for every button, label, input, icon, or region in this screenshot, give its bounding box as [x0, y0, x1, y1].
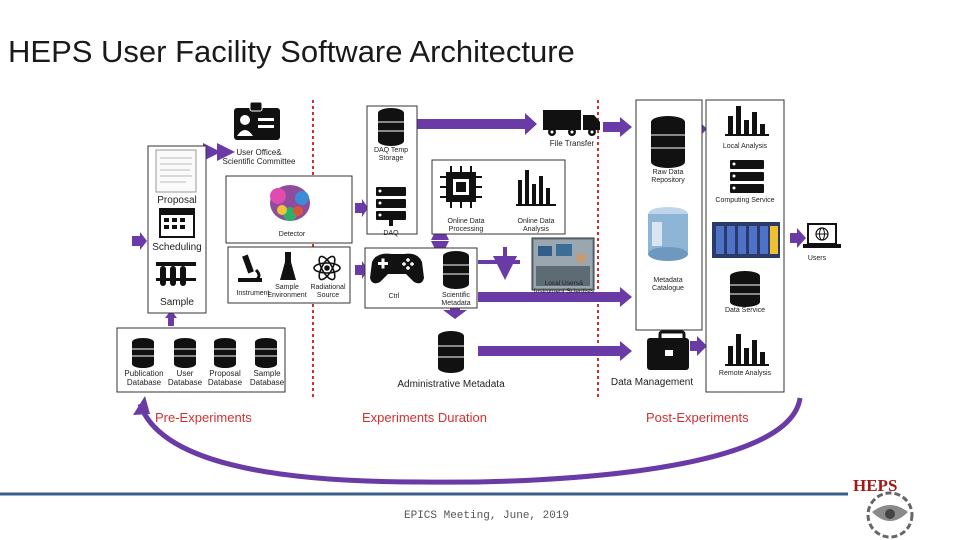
- arrow-computing-to-hpc: [736, 207, 754, 220]
- footer-meeting-text: EPICS Meeting, June, 2019: [404, 510, 570, 522]
- flow-arrows: [132, 113, 806, 361]
- metadata-catalogue-label: Metadata Catalogue: [652, 277, 684, 292]
- feedback-arc: [137, 397, 803, 485]
- arrow-to-users: [790, 228, 806, 248]
- arrow-to-admin-metadata: [165, 310, 177, 326]
- arrow-truck-out: [603, 117, 632, 137]
- feedback-arrowhead: [133, 396, 150, 415]
- user-office-label: User Office& Scientific Committee: [222, 148, 296, 166]
- proposal-label: Proposal: [157, 195, 197, 206]
- data-management-label: Data Management: [610, 377, 694, 388]
- arrow-daqstorage-to-daq: [381, 176, 397, 188]
- radiational-source-label: Radiational Source: [310, 284, 346, 299]
- administrative-metadata-label: Administrative Metadata: [397, 379, 505, 390]
- arrow-daq-in: [355, 199, 368, 217]
- daq-label: DAQ: [383, 230, 399, 237]
- arrow-to-remote-analysis: [690, 336, 707, 356]
- daq-temp-storage-label: DAQ Temp Storage: [373, 147, 409, 162]
- local-users-label: Local Users& Instrument Scientists: [533, 280, 595, 295]
- data-service-label: Data Service: [724, 307, 766, 314]
- detector-label: Detector: [278, 231, 306, 238]
- online-processing-label: Online Data Processing: [447, 218, 485, 233]
- pre-experiments-label: Pre-Experiments: [155, 410, 252, 425]
- scientific-metadata-label: Scientific Metadata: [441, 292, 471, 307]
- arrow-into-scheduling: [132, 232, 147, 250]
- sample-db-label: Sample Database: [249, 369, 285, 387]
- online-analysis-label: Online Data Analysis: [517, 218, 555, 233]
- scheduling-label: Scheduling: [152, 242, 202, 253]
- arrow-sci-meta-out: [478, 287, 632, 307]
- sample-label: Sample: [160, 297, 194, 308]
- page-title: HEPS User Facility Software Architecture: [8, 34, 575, 69]
- user-db-label: User Database: [167, 369, 203, 387]
- instrument-label: Instrument: [236, 290, 270, 297]
- arrow-ctrl-in: [355, 261, 368, 279]
- experiments-duration-label: Experiments Duration: [362, 410, 487, 425]
- arrow-to-data-management: [659, 310, 688, 330]
- sample-environment-label: Sample Environment: [267, 284, 307, 299]
- users-label: Users: [807, 255, 827, 262]
- file-transfer-label: File Transfer: [549, 139, 595, 148]
- arrow-file-transfer: [415, 113, 537, 135]
- publication-db-label: Publication Database: [124, 369, 164, 387]
- proposal-db-label: Proposal Database: [207, 369, 243, 387]
- arrow-admin-meta-out: [478, 341, 632, 361]
- post-experiments-label: Post-Experiments: [646, 410, 749, 425]
- local-analysis-label: Local Analysis: [722, 143, 768, 150]
- remote-analysis-label: Remote Analysis: [718, 370, 772, 377]
- ctrl-label: Ctrl: [388, 293, 400, 300]
- arrow-local-users-fork: [478, 247, 520, 268]
- arrow-to-local-analysis: [690, 119, 707, 139]
- raw-data-repository-label: Raw Data Repository: [651, 169, 685, 184]
- computing-service-label: Computing Service: [715, 197, 775, 204]
- arrow-to-scientific-metadata: [443, 305, 467, 319]
- arrow-hpc-to-data-service: [736, 259, 754, 272]
- heps-logo-text: HEPS: [853, 476, 898, 495]
